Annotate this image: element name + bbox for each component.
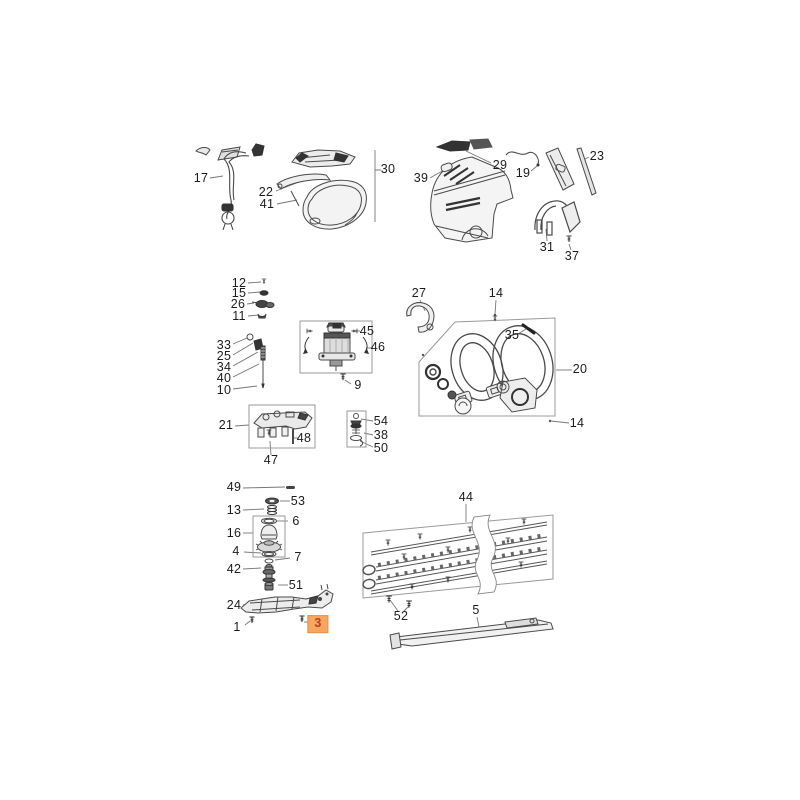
part-drawing-blade-assembly-44 xyxy=(362,514,548,595)
part-drawing-motor-housing-29 xyxy=(430,138,514,243)
part-drawing-handle-lever-22 xyxy=(276,173,332,207)
assembly-box-blades-44 xyxy=(362,514,554,599)
part-label-10[interactable]: 10 xyxy=(216,383,232,398)
part-drawing-ring-7 xyxy=(264,558,274,564)
part-label-35[interactable]: 35 xyxy=(504,328,520,343)
part-label-1[interactable]: 1 xyxy=(233,620,241,635)
part-label-47[interactable]: 47 xyxy=(263,453,279,468)
part-label-6[interactable]: 6 xyxy=(292,514,300,529)
part-label-7[interactable]: 7 xyxy=(294,550,302,565)
part-drawing-valve-stack xyxy=(350,413,364,447)
part-drawing-blade-cover-5 xyxy=(389,617,554,650)
part-drawing-spring-13 xyxy=(267,505,277,515)
part-label-44[interactable]: 44 xyxy=(458,490,474,505)
part-label-24[interactable]: 24 xyxy=(226,598,242,613)
part-label-50[interactable]: 50 xyxy=(373,441,389,456)
part-label-37[interactable]: 37 xyxy=(564,249,580,264)
part-label-11[interactable]: 11 xyxy=(232,309,246,324)
part-label-26[interactable]: 26 xyxy=(230,297,246,312)
part-drawing-spool-stack xyxy=(251,278,275,319)
part-drawing-base-plate-24 xyxy=(240,583,334,614)
assembly-box-valve-54 xyxy=(346,410,367,448)
part-label-9[interactable]: 9 xyxy=(354,378,362,393)
part-drawing-side-cover-30 xyxy=(302,179,367,230)
part-label-30[interactable]: 30 xyxy=(380,162,396,177)
part-label-23[interactable]: 23 xyxy=(589,149,605,164)
part-drawing-support-bracket-31 xyxy=(534,200,581,236)
part-label-13[interactable]: 13 xyxy=(226,503,242,518)
part-label-51[interactable]: 51 xyxy=(288,578,304,593)
part-drawing-washer-53 xyxy=(265,497,279,505)
part-label-12[interactable]: 12 xyxy=(231,276,247,291)
part-drawing-throttle-cable xyxy=(221,151,250,231)
part-drawing-trigger-handle xyxy=(291,149,356,168)
part-drawing-spring-rod-group xyxy=(246,333,266,389)
part-label-25[interactable]: 25 xyxy=(216,349,232,364)
part-label-20[interactable]: 20 xyxy=(572,362,588,377)
part-drawing-duct-27 xyxy=(406,302,435,333)
part-label-29[interactable]: 29 xyxy=(492,158,508,173)
part-drawing-gearbox-plate-21 xyxy=(253,410,313,444)
part-drawing-blade-guard-23 xyxy=(545,147,597,196)
part-drawing-handle-hardware xyxy=(421,353,472,415)
part-label-14-top[interactable]: 14 xyxy=(488,286,504,301)
part-drawing-pin-35 xyxy=(521,323,536,335)
assembly-box-gearbox-21 xyxy=(248,404,316,449)
part-label-21[interactable]: 21 xyxy=(218,418,234,433)
part-label-40[interactable]: 40 xyxy=(216,371,232,386)
part-label-41[interactable]: 41 xyxy=(259,197,275,212)
assembly-box-motor-46 xyxy=(299,320,373,374)
part-drawing-motor-46 xyxy=(303,322,369,371)
part-drawing-ring-6 xyxy=(261,517,277,525)
part-label-19[interactable]: 19 xyxy=(515,166,531,181)
part-label-17[interactable]: 17 xyxy=(193,171,209,186)
part-drawing-clip-39 xyxy=(440,162,453,173)
part-drawing-rear-loop-handle xyxy=(492,325,554,413)
part-label-38[interactable]: 38 xyxy=(373,428,389,443)
part-label-5[interactable]: 5 xyxy=(472,603,480,618)
part-label-33[interactable]: 33 xyxy=(216,338,232,353)
part-label-27[interactable]: 27 xyxy=(411,286,427,301)
part-label-31[interactable]: 31 xyxy=(539,240,555,255)
part-label-53[interactable]: 53 xyxy=(290,494,306,509)
part-label-46[interactable]: 46 xyxy=(370,340,386,355)
part-drawing-ring-4 xyxy=(261,551,277,557)
part-label-14-bottom[interactable]: 14 xyxy=(569,416,585,431)
part-label-39[interactable]: 39 xyxy=(413,171,429,186)
part-drawing-bushing-51 xyxy=(264,582,274,591)
part-label-49[interactable]: 49 xyxy=(226,480,242,495)
part-label-3-selected[interactable]: 3 xyxy=(307,615,329,633)
assembly-box-handle-20 xyxy=(418,317,556,417)
part-label-48[interactable]: 48 xyxy=(296,431,312,446)
part-label-54[interactable]: 54 xyxy=(373,414,389,429)
part-label-16[interactable]: 16 xyxy=(226,526,242,541)
part-label-45[interactable]: 45 xyxy=(359,324,375,339)
part-label-52[interactable]: 52 xyxy=(393,609,409,624)
part-label-42[interactable]: 42 xyxy=(226,562,242,577)
part-drawing-wire-19 xyxy=(505,151,540,167)
part-label-15[interactable]: 15 xyxy=(231,286,247,301)
part-label-34[interactable]: 34 xyxy=(216,360,232,375)
part-label-4[interactable]: 4 xyxy=(232,544,240,559)
part-drawing-clutch-stack-16 xyxy=(255,517,283,557)
part-drawing-rod-41 xyxy=(290,190,300,207)
part-label-22[interactable]: 22 xyxy=(258,185,274,200)
part-drawing-pin-49 xyxy=(286,486,295,489)
